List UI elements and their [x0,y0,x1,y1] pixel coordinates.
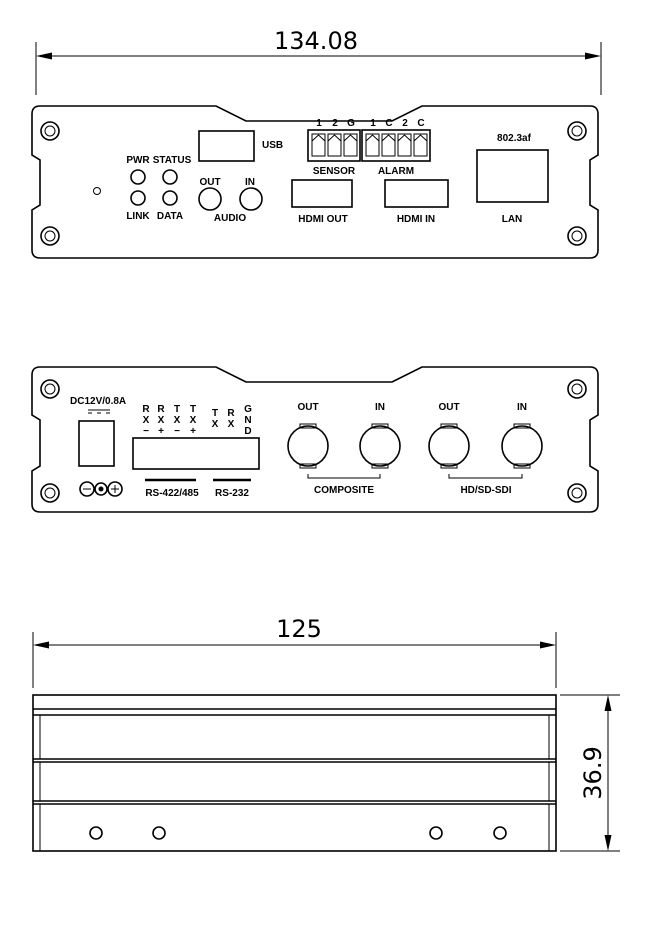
dimension-bottom-label: 125 [276,615,322,643]
dc-label: DC12V/0.8A [70,396,126,407]
composite-label: COMPOSITE [314,485,374,496]
screw-icon [567,226,587,246]
bnc-connector-icon [287,423,329,469]
pin-letter: + [158,426,164,437]
hdmi-out-port [291,179,353,208]
pin-letter: T [212,408,218,419]
pin-letter: X [158,415,165,426]
usb-port [198,130,255,162]
pin-letter: D [244,426,251,437]
pin-letter: + [190,426,196,437]
pin-letter: X [212,419,219,430]
bnc-connector-icon [428,423,470,469]
pin-letter: R [157,404,165,415]
rs422-label: RS-422/485 [145,488,199,499]
mount-hole [152,826,166,840]
alarm-pin-label: 1 [370,118,376,129]
status-label: STATUS [153,155,192,166]
mount-hole [429,826,443,840]
sensor-terminal-block [307,129,361,162]
dc-symbol-icon [88,409,110,414]
lan-label: LAN [502,214,523,225]
link-led [130,190,146,206]
screw-icon [40,379,60,399]
polarity-icon [79,481,123,497]
pin-letter: R [142,404,150,415]
serial-terminal-block [132,437,260,470]
pin-letter: X [143,415,150,426]
sensor-pin-label: 1 [316,118,322,129]
data-label: DATA [157,211,183,222]
audio-in-label: IN [245,177,255,188]
screw-icon [40,121,60,141]
dimension-bottom-length: 125 [32,615,557,688]
link-label: LINK [126,211,150,222]
sdi-out-label: OUT [438,402,459,413]
alarm-pin-label: 2 [402,118,408,129]
poe-label: 802.3af [497,133,532,144]
sdi-in-label: IN [517,402,527,413]
bnc-connector-icon [359,423,401,469]
pin-letter: R [227,408,235,419]
mount-hole [89,826,103,840]
screw-icon [40,226,60,246]
usb-label: USB [262,140,283,151]
mount-hole [493,826,507,840]
lan-port [476,149,549,203]
alarm-pin-label: C [385,118,392,129]
alarm-pin-label: C [417,118,424,129]
dimension-height-label: 36.9 [579,746,607,799]
front-panel: PWR STATUS LINK DATA USB OUT IN AUDIO 1 … [31,105,599,259]
composite-in-label: IN [375,402,385,413]
reset-hole [93,187,101,195]
screw-icon [567,379,587,399]
hdmi-in-label: HDMI IN [397,214,435,225]
data-led [162,190,178,206]
audio-in-jack [239,187,263,211]
dc-power-jack [78,420,115,467]
sensor-pin-label: G [347,118,355,129]
alarm-label: ALARM [378,166,414,177]
hdmi-in-port [384,179,449,208]
dimension-top-label: 134.08 [274,27,358,55]
pwr-led [130,169,146,185]
status-led [162,169,178,185]
rear-panel: DC12V/0.8A R X − R X + T X − [31,366,599,513]
screw-icon [40,483,60,503]
sdi-label: HD/SD-SDI [460,485,511,496]
pin-letter: T [174,404,180,415]
audio-out-label: OUT [199,177,220,188]
pin-letter: T [190,404,196,415]
pin-letter: G [244,404,252,415]
hdmi-out-label: HDMI OUT [298,214,347,225]
pin-letter: X [174,415,181,426]
pin-letter: X [228,419,235,430]
serial-pin-labels: R X − R X + T X − T X + T X R X G N D [142,404,252,437]
side-view [32,694,557,852]
pin-letter: − [143,426,149,437]
dimension-top-width: 134.08 [35,27,602,95]
sensor-pin-label: 2 [332,118,338,129]
dimension-height: 36.9 [560,694,620,852]
screw-icon [567,483,587,503]
sensor-label: SENSOR [313,166,356,177]
pin-letter: − [174,426,180,437]
bnc-connector-icon [501,423,543,469]
audio-out-jack [198,187,222,211]
screw-icon [567,121,587,141]
pin-letter: X [190,415,197,426]
alarm-terminal-block [361,129,431,162]
rs232-label: RS-232 [215,488,249,499]
composite-out-label: OUT [297,402,318,413]
pin-letter: N [244,415,251,426]
pwr-label: PWR [126,155,150,166]
audio-label: AUDIO [214,213,246,224]
